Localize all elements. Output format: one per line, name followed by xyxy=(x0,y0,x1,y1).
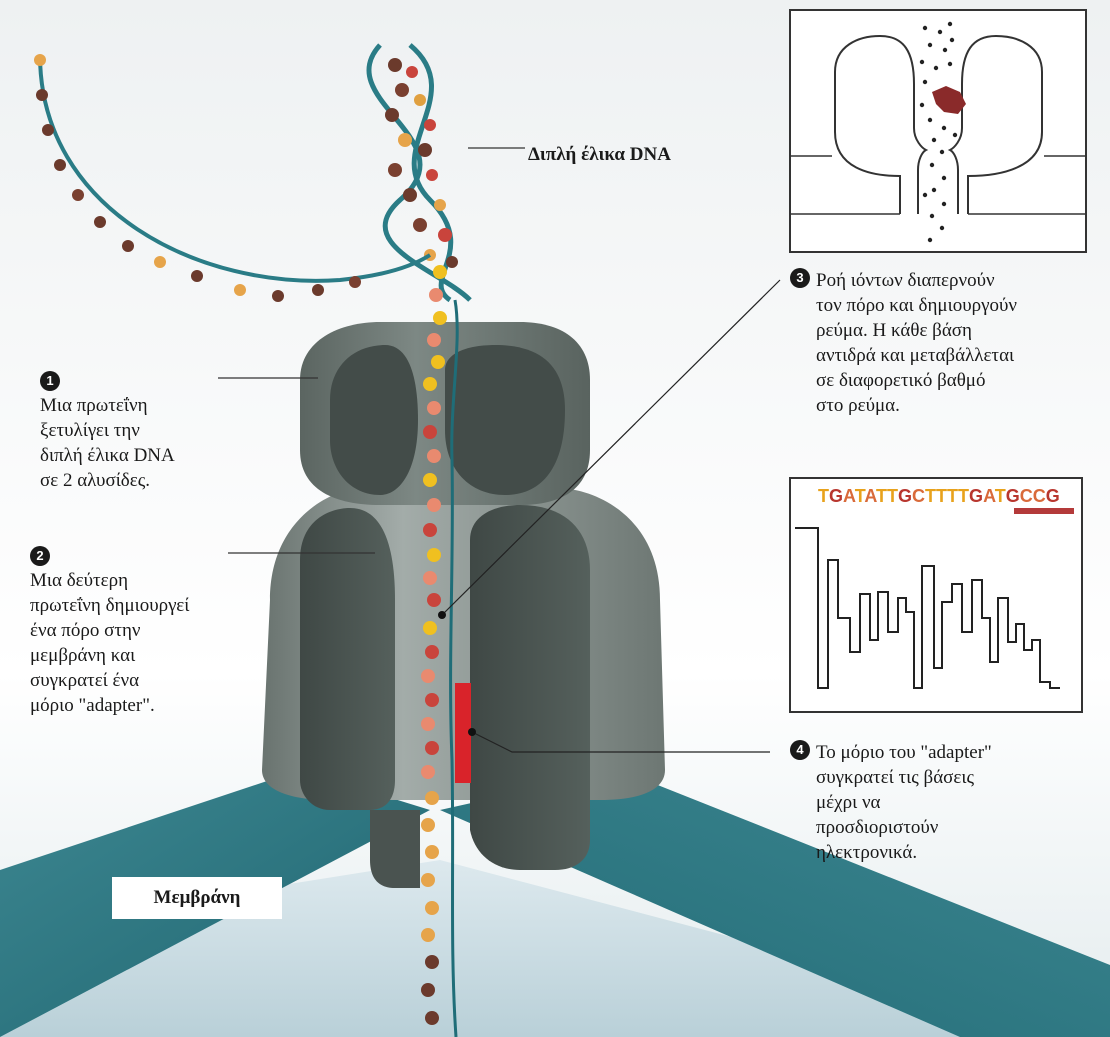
sequence-base: A xyxy=(983,486,995,506)
sequence-readout: TGATATTGCTTTTGATGCCG xyxy=(818,484,1060,509)
current-signal-panel xyxy=(790,478,1082,712)
sequence-base: T xyxy=(818,486,829,506)
sequence-base: T xyxy=(855,486,865,506)
sequence-base: G xyxy=(898,486,912,506)
step-3-text: Ροή ιόντων διαπερνούν τον πόρο και δημιο… xyxy=(816,268,1017,418)
sequence-base: G xyxy=(1046,486,1060,506)
step-3-number-badge: 3 xyxy=(790,268,810,288)
step-1-callout: 1 Μια πρωτεΐνη ξετυλίγει την διπλή έλικα… xyxy=(40,368,175,493)
sequence-base: G xyxy=(829,486,843,506)
step-1-text: Μια πρωτεΐνη ξετυλίγει την διπλή έλικα D… xyxy=(40,395,175,491)
membrane-label: Μεμβράνη xyxy=(112,877,282,919)
sequence-base: A xyxy=(843,486,855,506)
sequence-base: C xyxy=(912,486,925,506)
sequence-base: G xyxy=(1006,486,1020,506)
pore-cross-section-panel xyxy=(790,10,1086,252)
pore-lower-right-lobe xyxy=(470,505,590,870)
step-4-number-badge: 4 xyxy=(790,740,810,760)
dna-helix-label: Διπλή έλικα DNA xyxy=(528,142,671,167)
sequence-base: T xyxy=(925,486,936,506)
sequence-base: T xyxy=(876,486,887,506)
sequence-base: C xyxy=(1033,486,1046,506)
step-2-callout: 2 Μια δεύτερη πρωτεΐνη δημιουργεί ένα πό… xyxy=(30,543,189,718)
sequence-base: T xyxy=(958,486,969,506)
sequence-base: G xyxy=(969,486,983,506)
sequence-base: T xyxy=(887,486,898,506)
sequence-base: T xyxy=(995,486,1006,506)
pore-stem xyxy=(370,810,420,888)
step-3-callout: 3 Ροή ιόντων διαπερνούν τον πόρο και δημ… xyxy=(790,268,1017,418)
step-2-text: Μια δεύτερη πρωτεΐνη δημιουργεί ένα πόρο… xyxy=(30,570,189,716)
sequence-base: A xyxy=(864,486,876,506)
helicase-right-lobe xyxy=(445,345,565,495)
sequence-base: C xyxy=(1020,486,1033,506)
step-4-text: Το μόριο του "adapter" συγκρατεί τις βάσ… xyxy=(816,740,992,865)
step-4-callout: 4 Το μόριο του "adapter" συγκρατεί τις β… xyxy=(790,740,992,865)
helicase-left-lobe xyxy=(330,345,418,495)
sequence-base: T xyxy=(936,486,947,506)
sequence-base: T xyxy=(947,486,958,506)
step-2-number-badge: 2 xyxy=(30,546,50,566)
step-1-number-badge: 1 xyxy=(40,371,60,391)
